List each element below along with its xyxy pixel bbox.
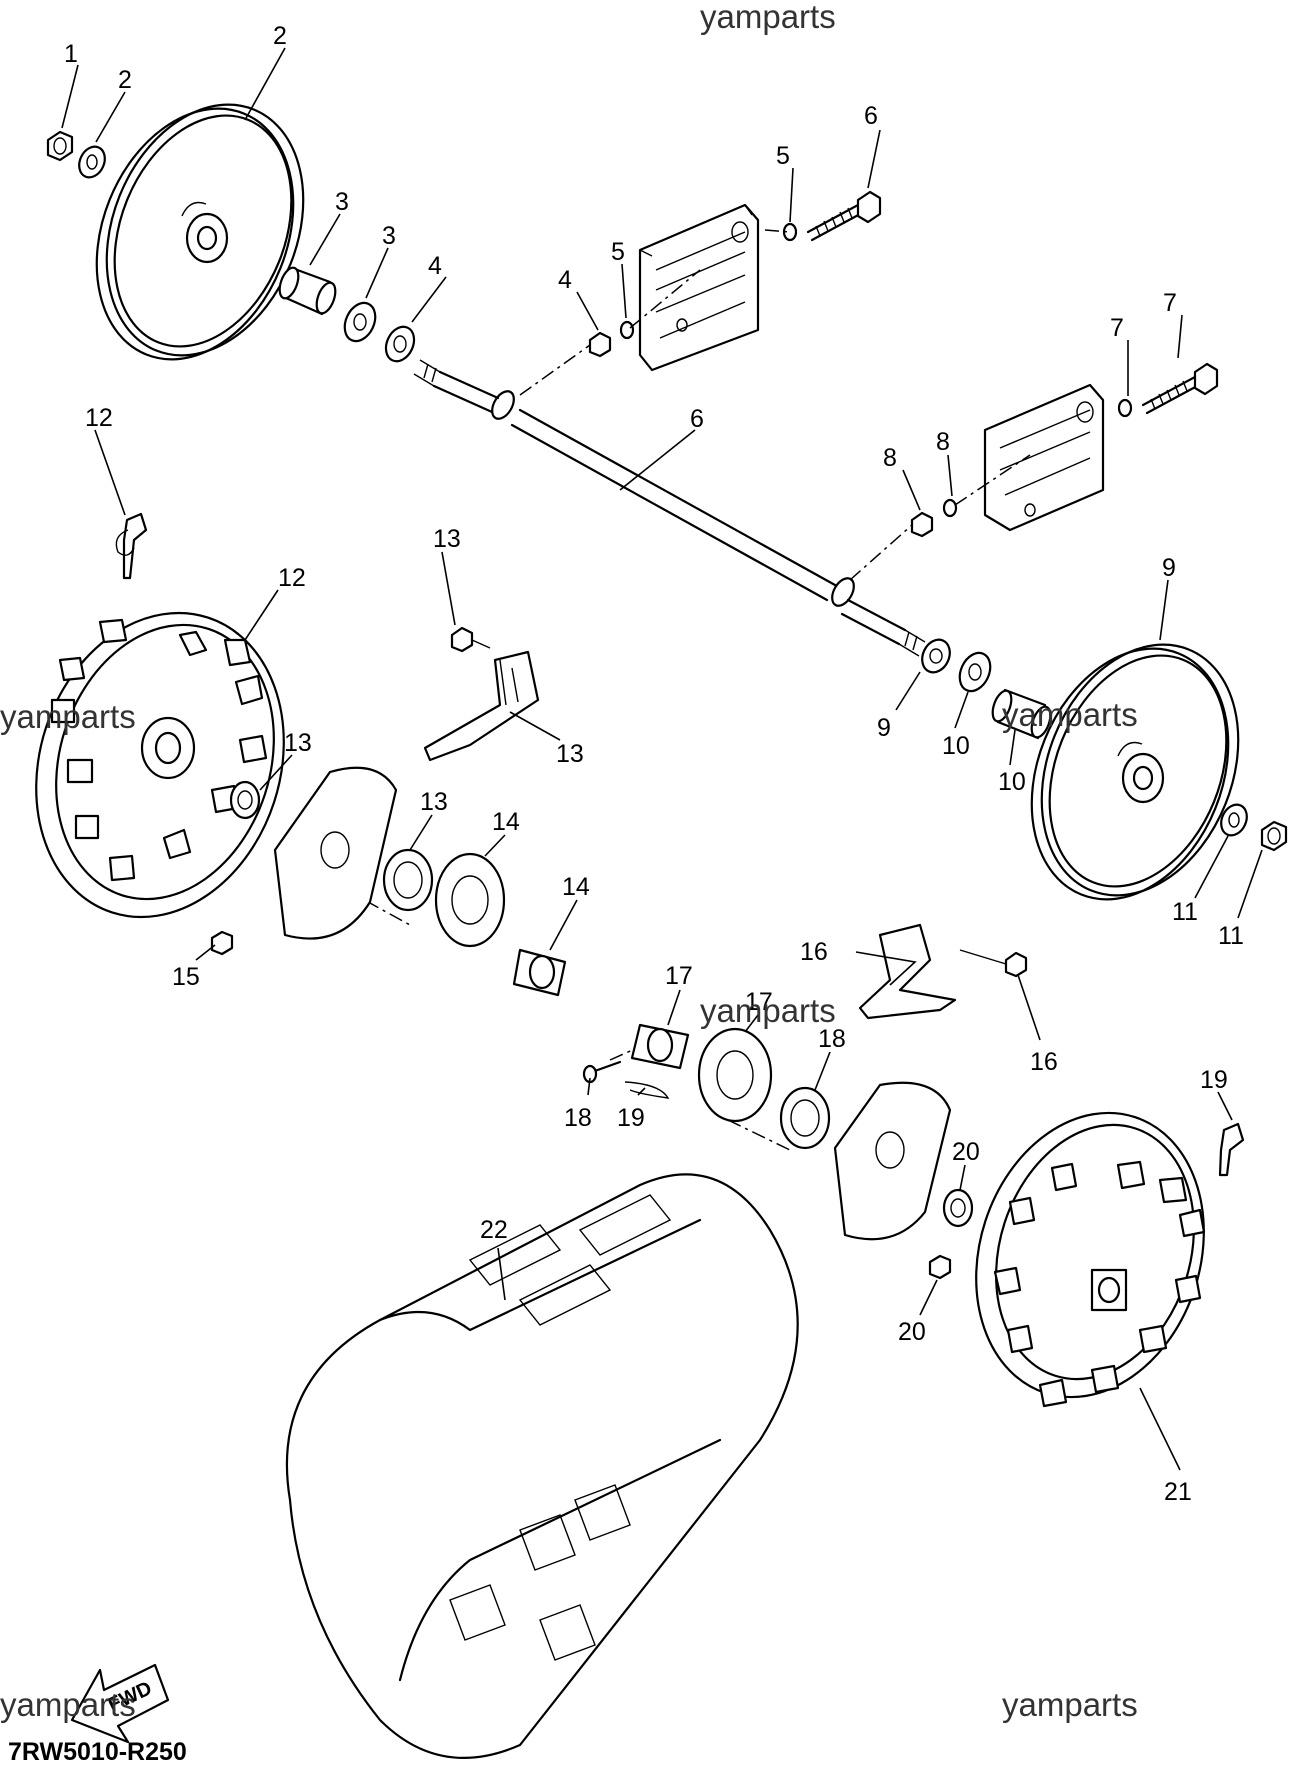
- callout-label: 16: [1030, 1048, 1058, 1076]
- callout-label: 8: [883, 444, 897, 472]
- watermark-text: yamparts: [1002, 696, 1138, 733]
- watermark-text: yamparts: [0, 698, 136, 735]
- track-guide-bracket-upper: [423, 626, 540, 762]
- callout-label: 21: [1164, 1478, 1192, 1506]
- track-adjuster-upper: [588, 190, 882, 372]
- callout-label: 19: [617, 1104, 645, 1132]
- callout-label: 6: [864, 102, 878, 130]
- callout-label: 6: [690, 405, 704, 433]
- callout-label: 11: [1172, 898, 1198, 926]
- callout-label: 12: [85, 404, 113, 432]
- hardware-upper-left: [46, 130, 416, 363]
- callout-label: 14: [562, 873, 590, 901]
- callout-label: 9: [877, 714, 891, 742]
- watermark-text: yamparts: [700, 0, 836, 35]
- callout-label: 19: [1200, 1066, 1228, 1094]
- bearing-housing-left: [210, 766, 567, 997]
- callout-label: 4: [428, 252, 442, 280]
- callout-label: 5: [611, 238, 625, 266]
- drive-track-belt: [285, 1173, 799, 1759]
- callout-labels: 1 2 2 3 3 4 4 5 5 6 6 7 7 8 8 9 9 10 10 …: [64, 22, 1244, 1506]
- idler-wheel-left: [95, 103, 305, 361]
- watermark-text: yamparts: [700, 992, 836, 1029]
- callout-label: 22: [480, 1216, 508, 1244]
- callout-label: 18: [818, 1025, 846, 1053]
- callout-label: 12: [278, 564, 306, 592]
- diagram-code: 7RW5010-R250: [8, 1738, 187, 1766]
- hardware-lower-right: [921, 638, 1288, 852]
- callout-label: 14: [492, 808, 520, 836]
- callout-label: 2: [118, 66, 132, 94]
- callout-label: 8: [936, 428, 950, 456]
- callout-leaders: [61, 47, 1263, 1471]
- callout-label: 18: [564, 1104, 592, 1132]
- bearing-housing-right: [582, 1023, 974, 1280]
- callout-label: 20: [898, 1318, 926, 1346]
- callout-label: 16: [800, 938, 828, 966]
- callout-label: 10: [998, 768, 1026, 796]
- idler-wheel-right: [1030, 643, 1240, 901]
- watermark-text: yamparts: [0, 1686, 136, 1723]
- callout-label: 5: [776, 142, 790, 170]
- callout-label: 20: [952, 1138, 980, 1166]
- callout-label: 7: [1163, 289, 1177, 317]
- callout-label: 1: [64, 40, 78, 68]
- callout-label: 13: [284, 729, 312, 757]
- callout-label: 9: [1162, 554, 1176, 582]
- callout-label: 3: [335, 188, 349, 216]
- callout-label: 4: [558, 266, 572, 294]
- track-guide-bracket-lower: [858, 923, 1028, 1020]
- callout-label: 17: [745, 988, 773, 1016]
- callout-label: 3: [382, 222, 396, 250]
- watermark-text: yamparts: [1002, 1686, 1138, 1723]
- callout-label: 7: [1110, 314, 1124, 342]
- callout-label: 15: [172, 963, 200, 991]
- callout-label: 10: [942, 732, 970, 760]
- callout-label: 2: [273, 22, 287, 50]
- callout-label: 11: [1218, 922, 1244, 950]
- track-adjuster-lower: [910, 362, 1219, 538]
- callout-label: 13: [433, 525, 461, 553]
- callout-label: 13: [420, 788, 448, 816]
- drive-sprocket-right: [975, 1111, 1245, 1408]
- watermarks: yamparts yamparts yamparts yamparts yamp…: [0, 0, 1138, 1723]
- drive-sprocket-left: [35, 512, 285, 919]
- rear-axle-shaft: [413, 359, 926, 657]
- callout-label: 13: [556, 740, 584, 768]
- callout-label: 17: [665, 962, 693, 990]
